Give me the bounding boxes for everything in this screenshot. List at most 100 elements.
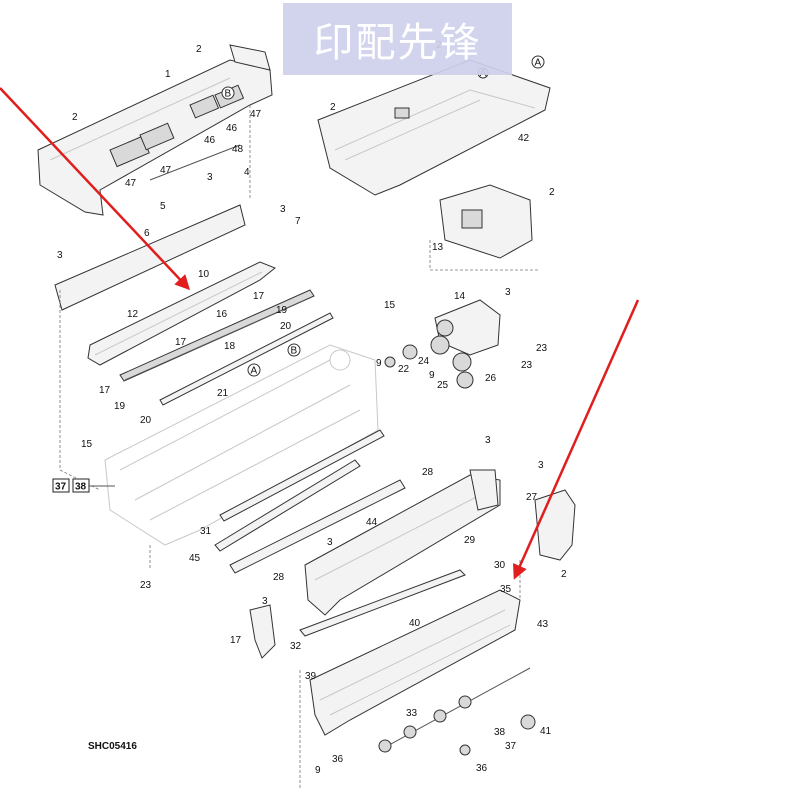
callout-9: 9 bbox=[376, 358, 382, 369]
callout-16: 16 bbox=[216, 309, 228, 320]
rails bbox=[214, 429, 406, 574]
callout-2: 2 bbox=[549, 187, 555, 198]
callout-26: 26 bbox=[485, 373, 497, 384]
callout-36: 36 bbox=[332, 754, 344, 765]
callout-46: 46 bbox=[226, 123, 238, 134]
callout-6: 6 bbox=[144, 228, 150, 239]
callout-9: 9 bbox=[429, 370, 435, 381]
callout-36: 36 bbox=[476, 763, 488, 774]
callout-2: 2 bbox=[72, 112, 78, 123]
svg-text:B: B bbox=[225, 89, 232, 100]
callout-12: 12 bbox=[127, 309, 139, 320]
callout-30: 30 bbox=[494, 560, 506, 571]
ref-marker-b: B bbox=[221, 86, 235, 100]
callout-labels: 1 2 2 2 2 2 2 3 3 3 3 3 3 3 3 4 5 6 7 9 … bbox=[57, 40, 567, 776]
watermark-text: 印配先锋 bbox=[313, 20, 482, 66]
callout-2: 2 bbox=[330, 102, 336, 113]
ref-marker-a: A bbox=[531, 55, 545, 69]
callout-2: 2 bbox=[196, 44, 202, 55]
callout-28: 28 bbox=[273, 572, 285, 583]
callout-37: 37 bbox=[505, 741, 517, 752]
callout-47: 47 bbox=[125, 178, 137, 189]
callout-13: 13 bbox=[432, 242, 444, 253]
callout-3: 3 bbox=[327, 537, 333, 548]
callout-15: 15 bbox=[81, 439, 93, 450]
callout-7: 7 bbox=[295, 216, 301, 227]
ref-box-38: 38 bbox=[75, 482, 87, 493]
bracket-13 bbox=[439, 184, 533, 259]
callout-9: 9 bbox=[315, 765, 321, 776]
callout-3: 3 bbox=[538, 460, 544, 471]
callout-41: 41 bbox=[540, 726, 552, 737]
callout-22: 22 bbox=[398, 364, 410, 375]
callout-24: 24 bbox=[418, 356, 430, 367]
callout-2: 2 bbox=[561, 569, 567, 580]
bracket-32 bbox=[249, 604, 276, 659]
callout-45: 45 bbox=[189, 553, 201, 564]
callout-17: 17 bbox=[99, 385, 111, 396]
callout-3: 3 bbox=[207, 172, 213, 183]
callout-35: 35 bbox=[500, 584, 512, 595]
callout-40: 40 bbox=[409, 618, 421, 629]
red-arrows bbox=[0, 87, 640, 580]
callout-46: 46 bbox=[204, 135, 216, 146]
callout-23: 23 bbox=[521, 360, 533, 371]
ref-marker-b: B bbox=[287, 343, 301, 357]
callout-3: 3 bbox=[280, 204, 286, 215]
callout-17: 17 bbox=[175, 337, 187, 348]
callout-48: 48 bbox=[232, 144, 244, 155]
callout-44: 44 bbox=[366, 517, 378, 528]
callout-27: 27 bbox=[526, 492, 538, 503]
callout-39: 39 bbox=[305, 671, 317, 682]
callout-17: 17 bbox=[230, 635, 242, 646]
callout-31: 31 bbox=[200, 526, 212, 537]
gear-bracket-14 bbox=[384, 299, 501, 389]
ref-marker-a: A bbox=[247, 363, 261, 377]
callout-3: 3 bbox=[262, 596, 268, 607]
callout-3: 3 bbox=[505, 287, 511, 298]
callout-4: 4 bbox=[244, 167, 250, 178]
frame-29 bbox=[304, 469, 501, 616]
red-arrow-left bbox=[0, 87, 191, 291]
leader-lines bbox=[59, 105, 540, 790]
callout-47: 47 bbox=[160, 165, 172, 176]
feed-guide-assembly bbox=[54, 204, 334, 406]
callout-15: 15 bbox=[384, 300, 396, 311]
callout-42: 42 bbox=[518, 133, 530, 144]
callout-14: 14 bbox=[454, 291, 466, 302]
callout-10: 10 bbox=[198, 269, 210, 280]
callout-20: 20 bbox=[280, 321, 292, 332]
watermark-banner: 印配先锋 bbox=[283, 3, 512, 75]
paper-guide-35 bbox=[299, 569, 521, 736]
svg-text:A: A bbox=[251, 366, 258, 377]
callout-18: 18 bbox=[224, 341, 236, 352]
callout-47: 47 bbox=[250, 109, 262, 120]
callout-25: 25 bbox=[437, 380, 449, 391]
svg-text:A: A bbox=[535, 58, 542, 69]
callout-23: 23 bbox=[140, 580, 152, 591]
callout-21: 21 bbox=[217, 388, 229, 399]
svg-text:B: B bbox=[291, 346, 298, 357]
callout-5: 5 bbox=[160, 201, 166, 212]
callout-32: 32 bbox=[290, 641, 302, 652]
callout-19: 19 bbox=[114, 401, 126, 412]
callout-38: 38 bbox=[494, 727, 506, 738]
callout-20: 20 bbox=[140, 415, 152, 426]
callout-28: 28 bbox=[422, 467, 434, 478]
shaft-33 bbox=[378, 667, 536, 756]
reference-markers: A A A B B bbox=[221, 55, 545, 377]
ref-box-37: 37 bbox=[55, 482, 67, 493]
upper-frame-42 bbox=[317, 59, 551, 196]
callout-29: 29 bbox=[464, 535, 476, 546]
callout-33: 33 bbox=[406, 708, 418, 719]
callout-19: 19 bbox=[276, 305, 288, 316]
callout-3: 3 bbox=[485, 435, 491, 446]
callout-23: 23 bbox=[536, 343, 548, 354]
boxed-references: 37 38 bbox=[52, 478, 115, 493]
callout-17: 17 bbox=[253, 291, 265, 302]
side-cover-27 bbox=[534, 489, 576, 561]
figure-code: SHC05416 bbox=[88, 741, 137, 752]
callout-3: 3 bbox=[57, 250, 63, 261]
callout-1: 1 bbox=[165, 69, 171, 80]
